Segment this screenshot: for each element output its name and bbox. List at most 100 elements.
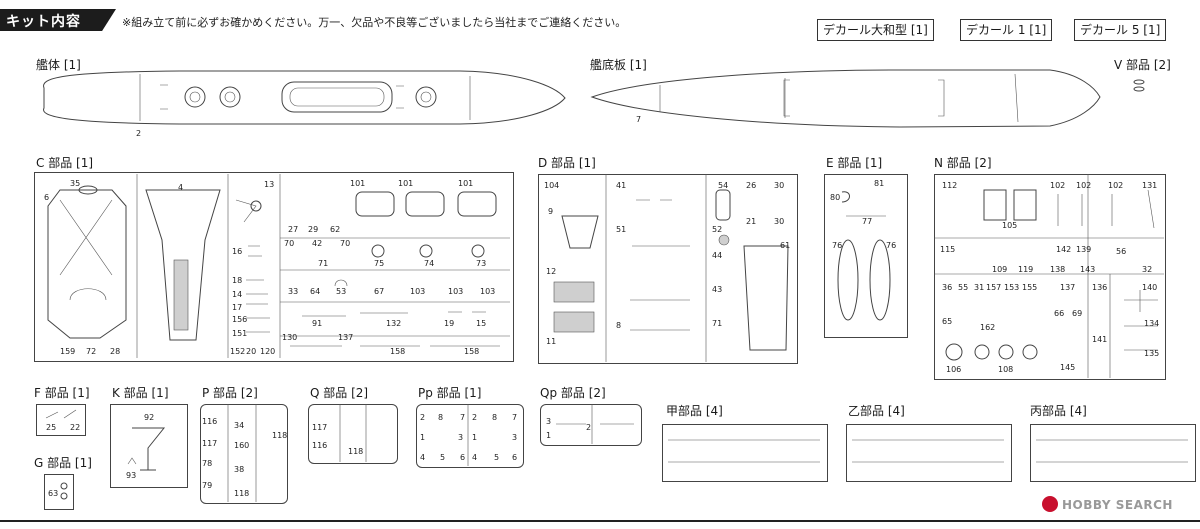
part-number: 67 xyxy=(374,287,384,296)
part-number: 80 xyxy=(830,193,840,202)
e-parts-label: E 部品 [1] xyxy=(826,156,883,170)
part-number: 72 xyxy=(86,347,96,356)
part-number: 21 xyxy=(746,217,756,226)
part-number: 38 xyxy=(234,465,244,474)
part-number: 93 xyxy=(126,471,136,480)
part-number: 158 xyxy=(464,347,479,356)
part-number: 75 xyxy=(374,259,384,268)
part-number: 70 xyxy=(340,239,350,248)
part-number: 140 xyxy=(1142,283,1157,292)
part-number: 61 xyxy=(780,241,790,250)
part-number: 101 xyxy=(398,179,413,188)
p-runner xyxy=(200,404,288,504)
part-number: 34 xyxy=(234,421,244,430)
part-number: 4 xyxy=(178,183,183,192)
c-runner xyxy=(34,172,514,362)
part-number: 22 xyxy=(70,423,80,432)
hobby-search-logo-icon xyxy=(1042,496,1058,512)
part-number: 43 xyxy=(712,285,722,294)
part-number: 25 xyxy=(46,423,56,432)
hei-runner xyxy=(1030,424,1196,482)
part-number: 63 xyxy=(48,489,58,498)
part-number: 137 xyxy=(338,333,353,342)
part-number: 16 xyxy=(232,247,242,256)
part-number: 3 xyxy=(458,433,463,442)
part-number: 159 xyxy=(60,347,75,356)
part-number: 118 xyxy=(234,489,249,498)
part-number: 12 xyxy=(546,267,556,276)
part-number: 101 xyxy=(458,179,473,188)
part-number: 132 xyxy=(386,319,401,328)
part-number: 151 xyxy=(232,329,247,338)
part-number: 13 xyxy=(264,180,274,189)
header: キット内容 ※組み立て前に必ずお確かめください。万一、欠品や不良等ございましたら… xyxy=(0,0,1200,40)
part-number: 8 xyxy=(492,413,497,422)
part-number: 3 xyxy=(512,433,517,442)
part-number: 135 xyxy=(1144,349,1159,358)
part-number: 56 xyxy=(1116,247,1126,256)
f-parts-label: F 部品 [1] xyxy=(34,386,90,400)
part-number: 15 xyxy=(476,319,486,328)
part-number: 73 xyxy=(476,259,486,268)
part-number: 55 xyxy=(958,283,968,292)
part-number: 4 xyxy=(472,453,477,462)
pp-parts-label: Pp 部品 [1] xyxy=(418,386,482,400)
d-parts-label: D 部品 [1] xyxy=(538,156,596,170)
hull-num: 2 xyxy=(136,129,141,138)
header-note: ※組み立て前に必ずお確かめください。万一、欠品や不良等ございましたら当社までご連… xyxy=(122,16,627,29)
part-number: 155 xyxy=(1022,283,1037,292)
part-number: 79 xyxy=(202,481,212,490)
part-number: 1 xyxy=(546,431,551,440)
part-number: 78 xyxy=(202,459,212,468)
part-number: 153 xyxy=(1004,283,1019,292)
part-number: 116 xyxy=(312,441,327,450)
bottom-plate-label: 艦底板 [1] xyxy=(590,58,647,72)
part-number: 102 xyxy=(1076,181,1091,190)
part-number: 142 xyxy=(1056,245,1071,254)
part-number: 3 xyxy=(546,417,551,426)
c-parts-label: C 部品 [1] xyxy=(36,156,94,170)
part-number: 26 xyxy=(746,181,756,190)
q-runner xyxy=(308,404,398,464)
part-number: 81 xyxy=(874,179,884,188)
qp-parts-label: Qp 部品 [2] xyxy=(540,386,606,400)
part-number: 8 xyxy=(438,413,443,422)
part-number: 71 xyxy=(318,259,328,268)
part-number: 29 xyxy=(308,225,318,234)
part-number: 162 xyxy=(980,323,995,332)
part-number: 1 xyxy=(472,433,477,442)
part-number: 6 xyxy=(460,453,465,462)
v-parts-drawing xyxy=(1133,79,1145,92)
part-number: 138 xyxy=(1050,265,1065,274)
part-number: 41 xyxy=(616,181,626,190)
hei-parts-label: 丙部品 [4] xyxy=(1030,404,1087,418)
part-number: 9 xyxy=(548,207,553,216)
p-parts-label: P 部品 [2] xyxy=(202,386,258,400)
part-number: 8 xyxy=(616,321,621,330)
part-number: 77 xyxy=(862,217,872,226)
part-number: 20 xyxy=(246,347,256,356)
part-number: 6 xyxy=(44,193,49,202)
part-number: 53 xyxy=(336,287,346,296)
part-number: 102 xyxy=(1108,181,1123,190)
part-number: 118 xyxy=(272,431,287,440)
part-number: 117 xyxy=(202,439,217,448)
part-number: 103 xyxy=(410,287,425,296)
part-number: 157 xyxy=(986,283,1001,292)
part-number: 19 xyxy=(444,319,454,328)
part-number: 64 xyxy=(310,287,320,296)
part-number: 44 xyxy=(712,251,722,260)
part-number: 18 xyxy=(232,276,242,285)
hull-drawing: 2 xyxy=(43,70,566,138)
part-number: 1 xyxy=(420,433,425,442)
part-number: 7 xyxy=(460,413,465,422)
part-number: 74 xyxy=(424,259,434,268)
part-number: 137 xyxy=(1060,283,1075,292)
pp-runner xyxy=(416,404,524,468)
part-number: 31 xyxy=(974,283,984,292)
part-number: 2 xyxy=(472,413,477,422)
bottom-plate-num: 7 xyxy=(636,115,641,124)
